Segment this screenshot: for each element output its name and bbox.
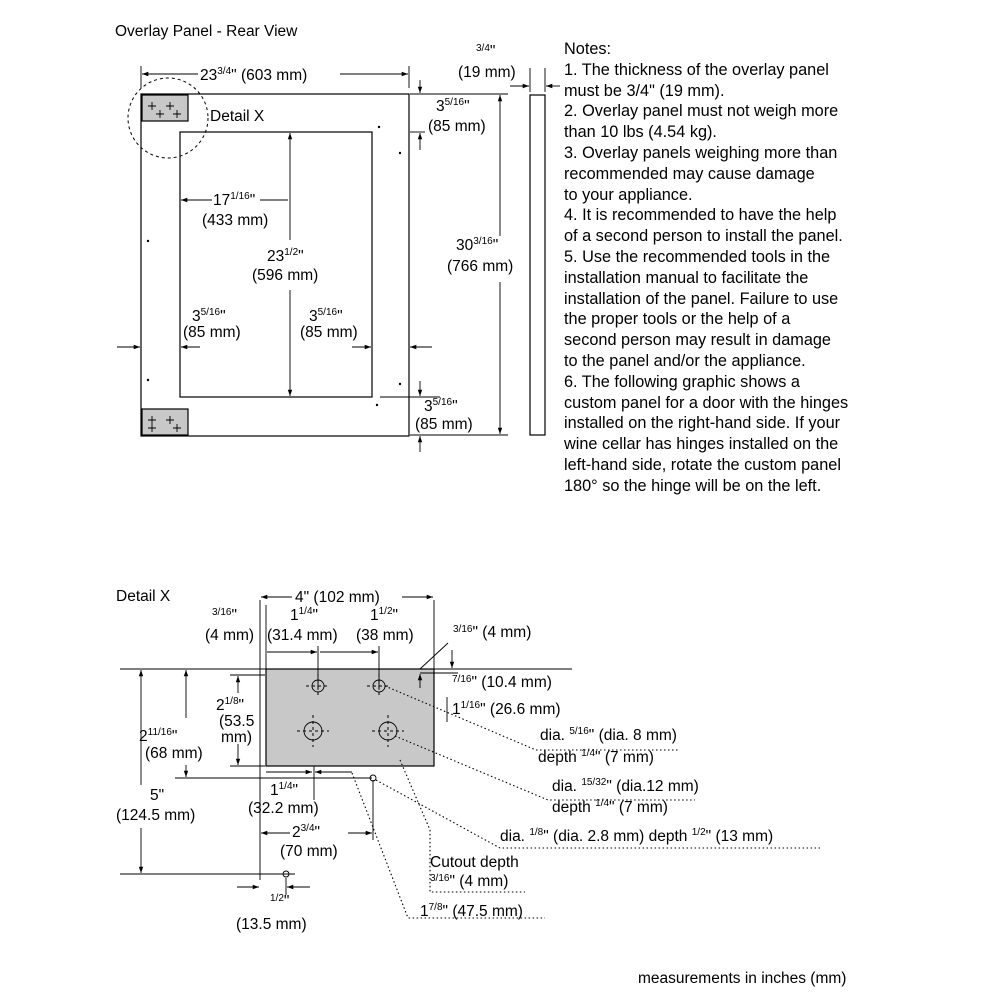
left-margin-mm: (85 mm) xyxy=(183,324,241,341)
notes-line: than 10 lbs (4.54 kg). xyxy=(564,123,717,142)
bottom-left-mm: (32.2 mm) xyxy=(248,800,319,817)
hole-spacing-1: 11/4" xyxy=(290,606,318,624)
footer-units-note: measurements in inches (mm) xyxy=(638,970,846,987)
leader-small-hole xyxy=(384,685,680,751)
notes-line: installation manual to facilitate the xyxy=(564,268,809,287)
notes-line: 2. Overlay panel must not weigh more xyxy=(564,102,839,121)
overlay-panel-inner-recess xyxy=(179,131,373,398)
notes-line: installation of the panel. Failure to us… xyxy=(564,289,839,308)
notes-line: 6. The following graphic shows a xyxy=(564,372,800,391)
panel-height-mm: (766 mm) xyxy=(447,258,513,275)
notes-line: 3. Overlay panels weighing more than xyxy=(564,143,838,162)
panel-side-profile xyxy=(529,94,546,436)
callout-cutout-depth-label: Cutout depth xyxy=(430,854,519,871)
bottom-mid-mm: (70 mm) xyxy=(280,843,338,860)
callout-large-hole-dia: dia. 15/32" (dia.12 mm) xyxy=(552,777,699,795)
notes-line: 5. Use the recommended tools in the xyxy=(564,247,831,266)
detail-x-label: Detail X xyxy=(210,108,265,125)
cutout-height-mm: (53.5 xyxy=(219,713,254,730)
rear-view-title: Overlay Panel - Rear View xyxy=(115,23,298,40)
bottom-margin-dimension: 35/16" xyxy=(424,397,458,415)
hole-spacing-2: 11/2" xyxy=(370,606,398,624)
detail-x-circle xyxy=(127,77,209,159)
bottom-hole-dimension: 1/2" xyxy=(270,893,289,910)
callout-small-hole-depth: depth 1/4" (7 mm) xyxy=(538,748,654,766)
detail-overall-width: 4" (102 mm) xyxy=(295,589,380,606)
panel-width-dimension: 233/4" (603 mm) xyxy=(200,66,307,84)
notes-line: of a second person to install the panel. xyxy=(564,227,843,246)
notes-line: installed on the right-hand side. If you… xyxy=(564,414,841,433)
inner-width-dimension: 171/16" xyxy=(213,191,255,209)
inner-width-mm: (433 mm) xyxy=(202,212,268,229)
total-height: 5" xyxy=(150,787,164,804)
notes-line: the proper tools or the help of a xyxy=(564,310,791,329)
block-height-mm: (68 mm) xyxy=(145,745,203,762)
notes-line: to the panel and/or the appliance. xyxy=(564,351,806,370)
panel-reference-dots xyxy=(146,125,402,407)
notes-line: 4. It is recommended to have the help xyxy=(564,206,837,225)
left-margin-dimension: 35/16" xyxy=(192,307,226,325)
right-margin-mm: (85 mm) xyxy=(300,324,358,341)
hinge-cutout-bottom xyxy=(141,408,189,436)
cutout-height-mm-unit: mm) xyxy=(221,729,252,746)
notes-line: recommended may cause damage xyxy=(564,164,815,183)
leader-pin-hole xyxy=(375,779,820,849)
cutout-height: 21/8" xyxy=(216,696,244,714)
notes-line: 1. The thickness of the overlay panel xyxy=(564,60,829,79)
notes-line: wine cellar has hinges installed on the xyxy=(564,435,839,454)
bottom-margin-mm: (85 mm) xyxy=(415,416,473,433)
right-margin-dimension: 35/16" xyxy=(309,307,343,325)
row1-offset: 7/16" (10.4 mm) xyxy=(452,674,552,691)
bottom-left-dimension: 11/4" xyxy=(270,781,298,799)
callout-pin-offset: 17/8" (47.5 mm) xyxy=(420,902,523,920)
hinge-cutout-block xyxy=(265,668,435,767)
inner-height-dimension: 231/2" xyxy=(267,247,304,265)
total-height-mm: (124.5 mm) xyxy=(116,807,195,824)
overlay-panel-outline xyxy=(140,93,410,437)
notes-line: to your appliance. xyxy=(564,185,693,204)
bottom-mid-dimension: 23/4" xyxy=(292,823,320,841)
panel-height-dimension: 303/16" xyxy=(456,236,498,254)
notes-line: custom panel for a door with the hinges xyxy=(564,393,849,412)
callout-large-hole-depth: depth 1/4" (7 mm) xyxy=(552,798,668,816)
leader-pin-offset xyxy=(351,772,545,919)
hole-spacing-2-mm: (38 mm) xyxy=(356,627,414,644)
callout-pin-hole: dia. 1/8" (dia. 2.8 mm) depth 1/2" (13 m… xyxy=(500,827,773,845)
inner-height-mm: (596 mm) xyxy=(252,267,318,284)
detail-top-offset: 3/16" (4 mm) xyxy=(453,624,531,641)
detail-x-title: Detail X xyxy=(116,588,171,605)
block-height: 211/16" xyxy=(139,727,177,745)
bottom-hole-mm: (13.5 mm) xyxy=(236,916,307,933)
callout-cutout-depth: 3/16" (4 mm) xyxy=(430,873,508,890)
row2-offset: 11/16" (26.6 mm) xyxy=(452,700,561,718)
notes-block: Notes: 1. The thickness of the overlay pa… xyxy=(564,39,984,497)
detail-edge-offset: 3/16" xyxy=(212,607,237,624)
hinge-hole-marks xyxy=(148,102,181,432)
notes-line: 180° so the hinge will be on the left. xyxy=(564,476,822,495)
panel-thickness-dimension: 3/4" xyxy=(476,43,495,60)
notes-heading: Notes: xyxy=(564,40,612,58)
hinge-cutout-top xyxy=(141,94,189,122)
panel-thickness-mm: (19 mm) xyxy=(458,64,516,81)
detail-edge-offset-mm: (4 mm) xyxy=(205,627,254,644)
notes-line: must be 3/4" (19 mm). xyxy=(564,81,725,100)
top-margin-mm: (85 mm) xyxy=(428,118,486,135)
notes-line: second person may result in damage xyxy=(564,331,831,350)
callout-small-hole-dia: dia. 5/16" (dia. 8 mm) xyxy=(540,726,677,744)
top-margin-dimension: 35/16" xyxy=(436,97,470,115)
notes-line: left-hand side, rotate the custom panel xyxy=(564,455,841,474)
hole-spacing-1-mm: (31.4 mm) xyxy=(267,627,338,644)
